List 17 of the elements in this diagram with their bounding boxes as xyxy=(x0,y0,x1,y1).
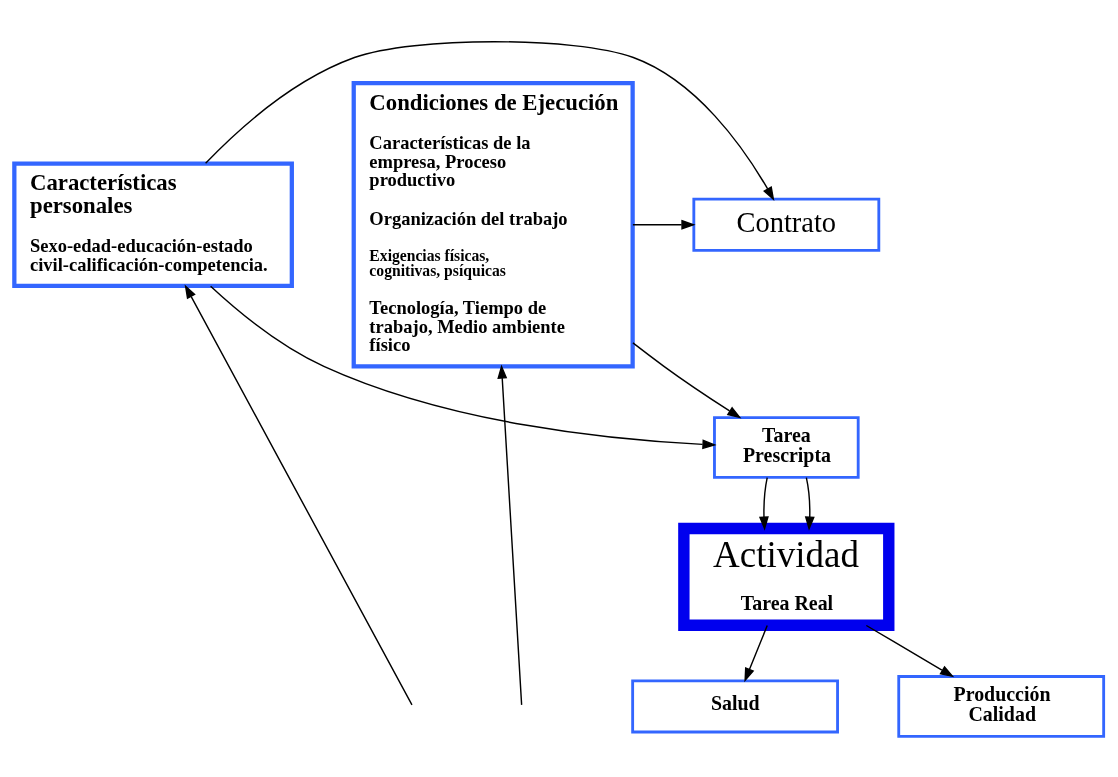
node-box: Actividad Tarea Real xyxy=(678,522,895,631)
arrow xyxy=(184,283,413,705)
arrow xyxy=(804,476,815,531)
arrow xyxy=(209,285,717,449)
arrow xyxy=(758,476,769,531)
arrow xyxy=(865,624,955,677)
node-box: Características personales Sexo-edad-educación-estado civil-calificación-competencia. xyxy=(12,160,294,288)
node-box: Tarea Prescripta xyxy=(713,415,860,479)
node-box: Condiciones de Ejecución Características de la empresa, Proceso productivo Organización del trabajo Exigencias físicas, cognitivas, psíquicas Tecnología, Tiempo de trabajo, Medio ambiente físico xyxy=(351,80,635,368)
node-box: Producción Calidad xyxy=(897,674,1106,738)
arrow xyxy=(632,219,696,230)
arrow xyxy=(497,363,523,706)
node-box: Salud xyxy=(631,678,839,733)
arrow xyxy=(204,40,775,201)
node-box: Contrato xyxy=(692,197,881,252)
arrow xyxy=(744,624,768,682)
arrow xyxy=(632,341,742,418)
